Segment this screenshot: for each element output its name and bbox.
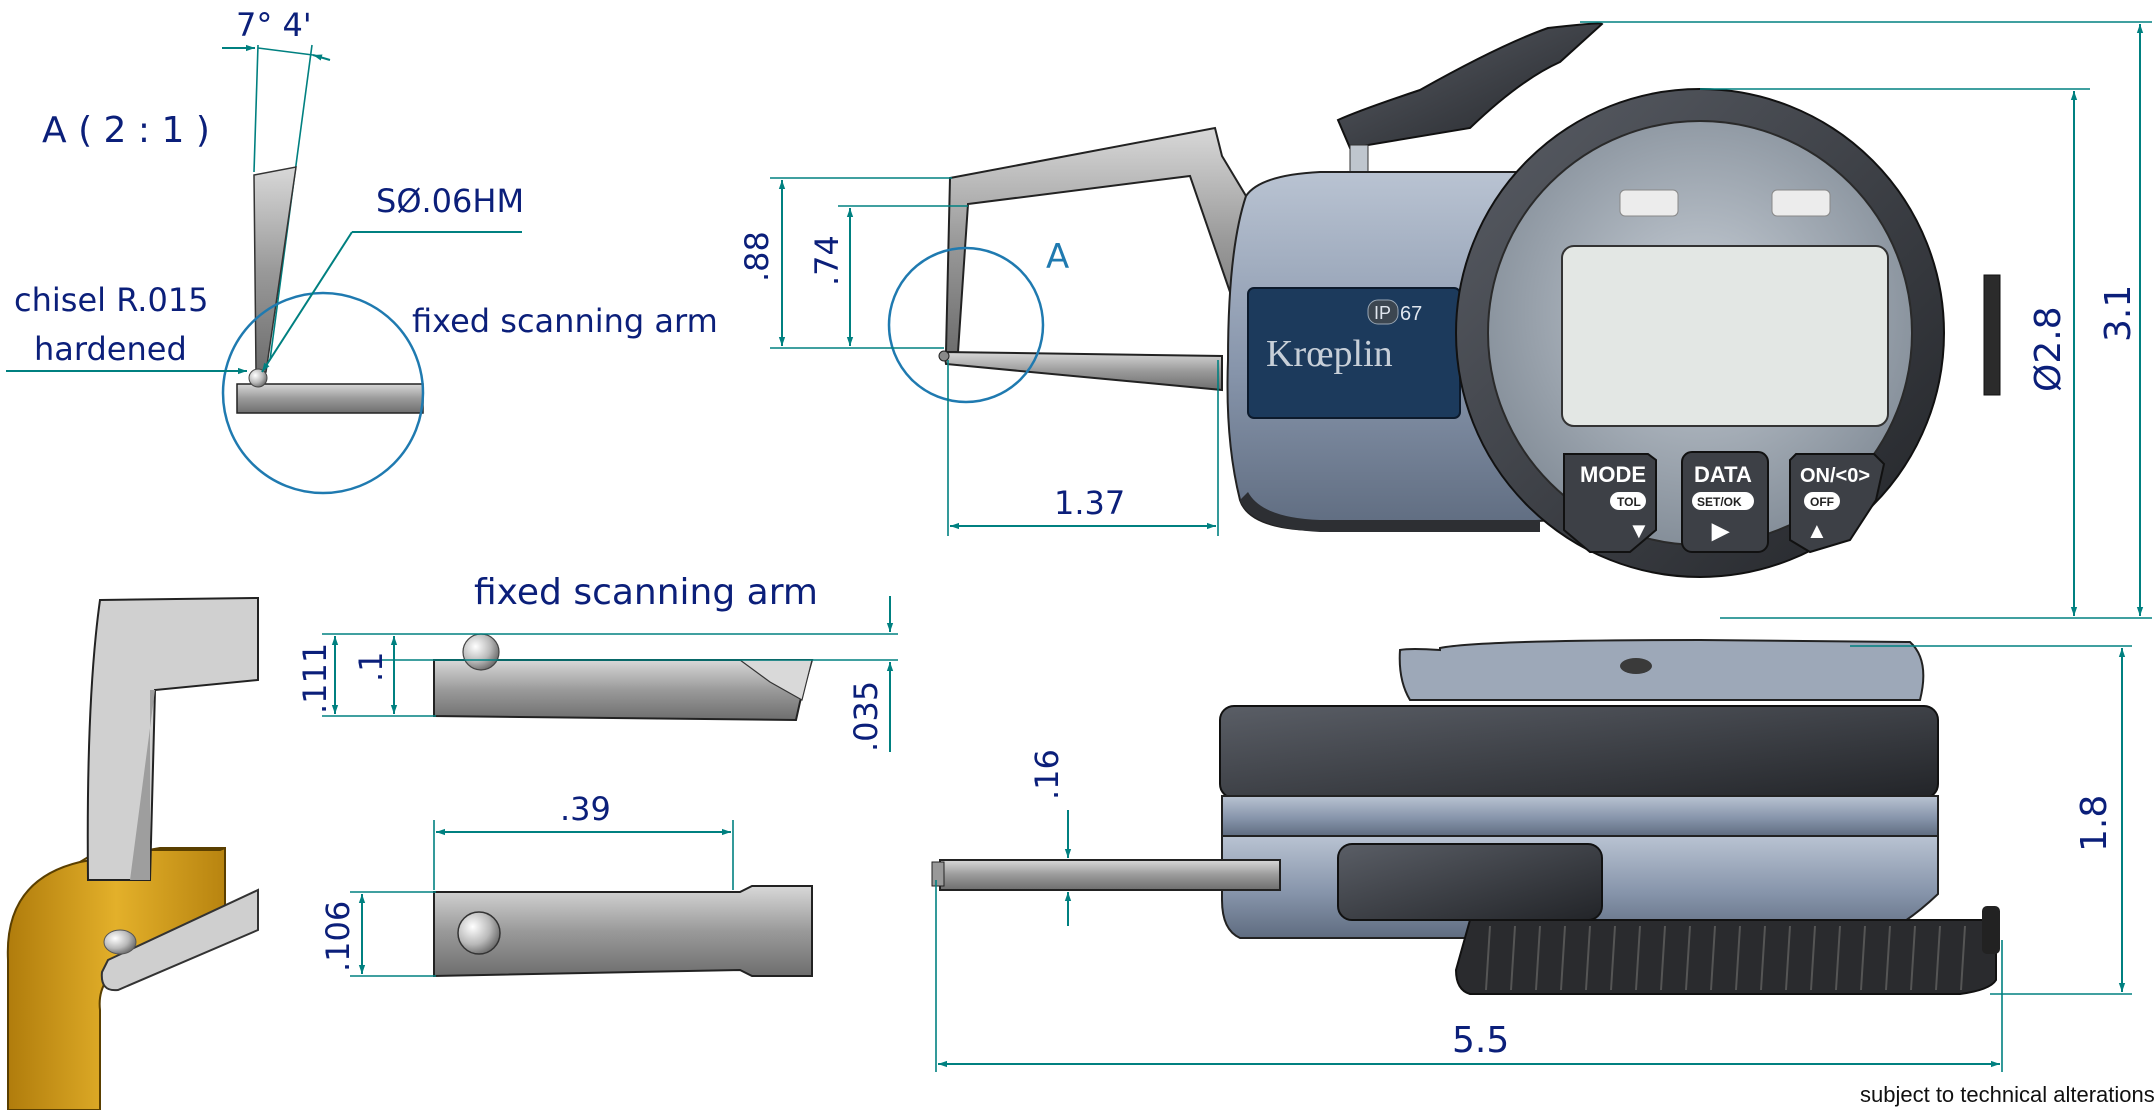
top-ball-tip xyxy=(457,911,501,955)
chisel-label-2: hardened xyxy=(34,330,187,368)
button-mode-sub: TOL xyxy=(1617,495,1641,509)
side-arm-label: fixed scanning arm xyxy=(474,572,818,613)
iso-scanning-arm xyxy=(100,888,259,992)
dim-106-label: .106 xyxy=(319,901,357,972)
dim-111-label: .111 xyxy=(296,643,334,714)
button-mode-sub-bg xyxy=(1610,492,1646,510)
side-ball-tip xyxy=(462,633,500,671)
housing-base xyxy=(1240,492,1540,532)
dim-035-label: .035 xyxy=(847,681,885,752)
iso-arm-shade xyxy=(130,690,155,880)
dim-55-label: 5.5 xyxy=(1452,1020,1509,1061)
detail-title: A ( 2 : 1 ) xyxy=(42,110,210,151)
dim-28-label: Ø2.8 xyxy=(2028,306,2069,392)
bottom-arm-tip xyxy=(931,861,945,887)
top-arm-body xyxy=(433,885,813,978)
detail-a-marker: A xyxy=(1046,237,1069,277)
detail-circle xyxy=(221,291,425,495)
button-on-label: ON/<0> xyxy=(1800,465,1870,487)
angle-arrow-right xyxy=(312,54,331,61)
arm-side-view: fixed scanning arm .111 .1 .035 xyxy=(296,572,898,752)
indicator-right xyxy=(1771,189,1831,217)
ball-leader xyxy=(261,231,353,373)
dim-39-label: .39 xyxy=(560,790,611,828)
upper-jaw xyxy=(944,126,1252,353)
angle-label: 7° 4' xyxy=(236,6,312,44)
button-data-label: DATA xyxy=(1694,462,1752,487)
angle-ref-line xyxy=(253,44,259,173)
button-on-sub-bg xyxy=(1804,492,1840,510)
button-data-arrow: ▶ xyxy=(1711,518,1730,543)
workpiece-ring xyxy=(6,847,226,1110)
indicator-left xyxy=(1619,189,1679,217)
button-mode-arrow: ▼ xyxy=(1628,518,1650,543)
side-button xyxy=(1983,274,2001,396)
jaw-tip xyxy=(938,350,950,362)
ball-tip-label: SØ.06HM xyxy=(376,182,524,220)
ip-number: 67 xyxy=(1400,303,1422,325)
bottom-bezel xyxy=(1219,705,1939,799)
button-mode-label: MODE xyxy=(1580,462,1646,487)
iso-upper-arm xyxy=(86,596,259,881)
detail-a-marker-circle xyxy=(887,246,1045,404)
bottom-screw xyxy=(1620,658,1652,674)
knurl-lines xyxy=(1485,925,1966,991)
button-data[interactable]: DATA SET/OK ▶ xyxy=(1681,451,1769,553)
gauge-bottom-view: .16 1.8 5.5 xyxy=(931,638,2132,1072)
detail-ball-tip xyxy=(248,368,268,388)
dim-74-label: .74 xyxy=(808,235,846,286)
button-on-off[interactable]: ON/<0> OFF ▲ xyxy=(1789,453,1886,554)
button-mode[interactable]: MODE TOL ▼ xyxy=(1563,453,1657,553)
lower-jaw xyxy=(942,350,1223,392)
button-data-sub: SET/OK xyxy=(1697,495,1742,509)
button-data-sub-bg xyxy=(1692,492,1754,510)
detail-view-a: 7° 4' A ( 2 : 1 ) SØ.06HM chisel R.015 h… xyxy=(6,6,718,495)
detail-arm-label: fixed scanning arm xyxy=(412,302,718,340)
bottom-mid-band xyxy=(1221,795,1939,837)
bottom-arm xyxy=(939,859,1281,891)
chisel-label-1: chisel R.015 xyxy=(14,281,209,319)
brand-name: Krœplin xyxy=(1266,333,1393,375)
angle-arc xyxy=(257,47,314,56)
lever-arm xyxy=(1336,22,1604,150)
dim-1-label: .1 xyxy=(352,651,390,682)
arm-top-view: .39 .106 xyxy=(319,790,813,978)
lcd-display xyxy=(1561,245,1889,427)
gauge-front-view: IP 67 Krœplin MODE TOL ▼ DATA SET/OK ▶ O… xyxy=(738,21,2152,619)
button-on-arrow: ▲ xyxy=(1806,518,1828,543)
lever-grip xyxy=(1337,843,1603,921)
button-on-sub: OFF xyxy=(1810,495,1834,509)
ip-badge xyxy=(1367,299,1399,325)
bottom-side-knob xyxy=(1982,906,2000,954)
bottom-top-dome xyxy=(1398,638,1925,701)
dim-31-label: 3.1 xyxy=(2098,285,2139,342)
dim-18-label: 1.8 xyxy=(2074,795,2115,852)
dim-16-label: .16 xyxy=(1028,749,1066,800)
iso-view xyxy=(6,596,259,1110)
stylus-blade xyxy=(253,166,297,373)
iso-ball-tip xyxy=(103,929,137,955)
footer-note: subject to technical alterations xyxy=(1860,1082,2154,1107)
dim-137-label: 1.37 xyxy=(1054,484,1125,522)
ip-badge-text: IP xyxy=(1374,303,1391,323)
detail-arm xyxy=(236,383,424,414)
dim-88-label: .88 xyxy=(738,231,776,282)
